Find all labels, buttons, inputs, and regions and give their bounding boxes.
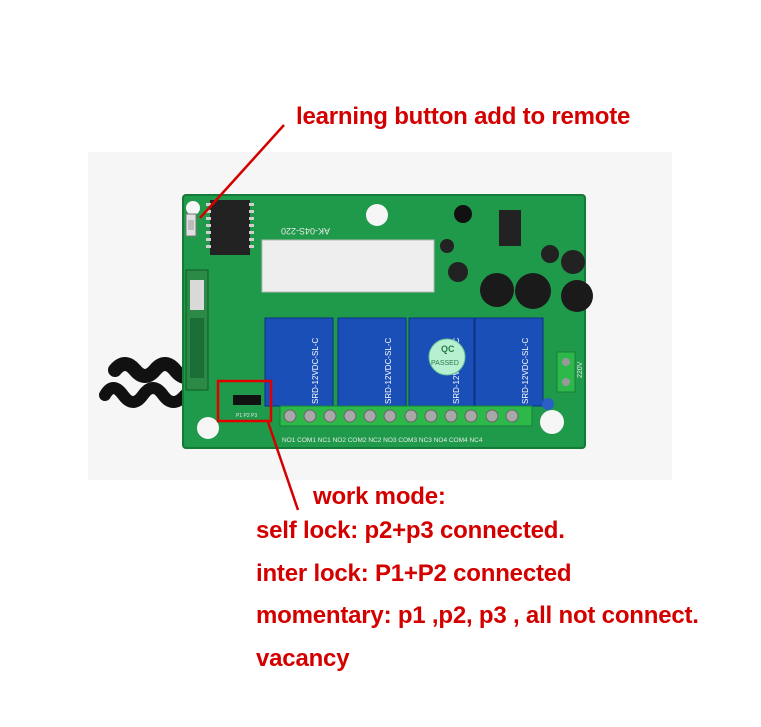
relays bbox=[264, 317, 544, 407]
model-label: AK-04S-220 bbox=[281, 226, 330, 236]
learning-button-annotation: learning button add to remote bbox=[296, 103, 631, 130]
jumper-highlight-box bbox=[216, 379, 273, 423]
power-terminal bbox=[556, 351, 576, 393]
antenna-coil bbox=[99, 357, 197, 408]
relay-label: SRD-12VDC-SL-C bbox=[384, 338, 393, 404]
mount-hole bbox=[540, 410, 564, 434]
self-lock-text: self lock: p2+p3 connected. bbox=[256, 517, 565, 544]
terminal-labels: NO1 COM1 NC1 NO2 COM2 NC2 NO3 COM3 NC3 N… bbox=[282, 437, 483, 444]
power-label: 220V bbox=[577, 361, 584, 378]
qc-text: PASSED bbox=[431, 360, 459, 367]
inter-lock-text: inter lock: P1+P2 connected bbox=[256, 560, 572, 587]
mount-hole bbox=[186, 201, 200, 215]
learning-callout-line bbox=[199, 124, 285, 219]
mount-hole bbox=[197, 417, 219, 439]
regulator-chip bbox=[499, 210, 521, 246]
momentary-text: momentary: p1 ,p2, p3 , all not connect. bbox=[256, 602, 699, 629]
qc-sticker bbox=[428, 338, 466, 376]
relay-label: SRD-12VDC-SL-C bbox=[311, 338, 320, 404]
jumper-pins bbox=[233, 395, 261, 405]
capacitors bbox=[440, 205, 593, 312]
workmode-callout-line bbox=[266, 421, 300, 511]
qc-text: QC bbox=[441, 344, 455, 354]
decoder-chip bbox=[210, 200, 250, 255]
work-mode-title: work mode: bbox=[313, 483, 446, 510]
relay-label: SRD-12VDC-SL-C bbox=[521, 338, 530, 404]
blank-module-area bbox=[261, 239, 435, 293]
capacitor-blue bbox=[542, 398, 554, 410]
mount-hole bbox=[366, 204, 388, 226]
vacancy-text: vacancy bbox=[256, 645, 350, 672]
jumper-label: P1 P2 P3 bbox=[236, 413, 257, 419]
